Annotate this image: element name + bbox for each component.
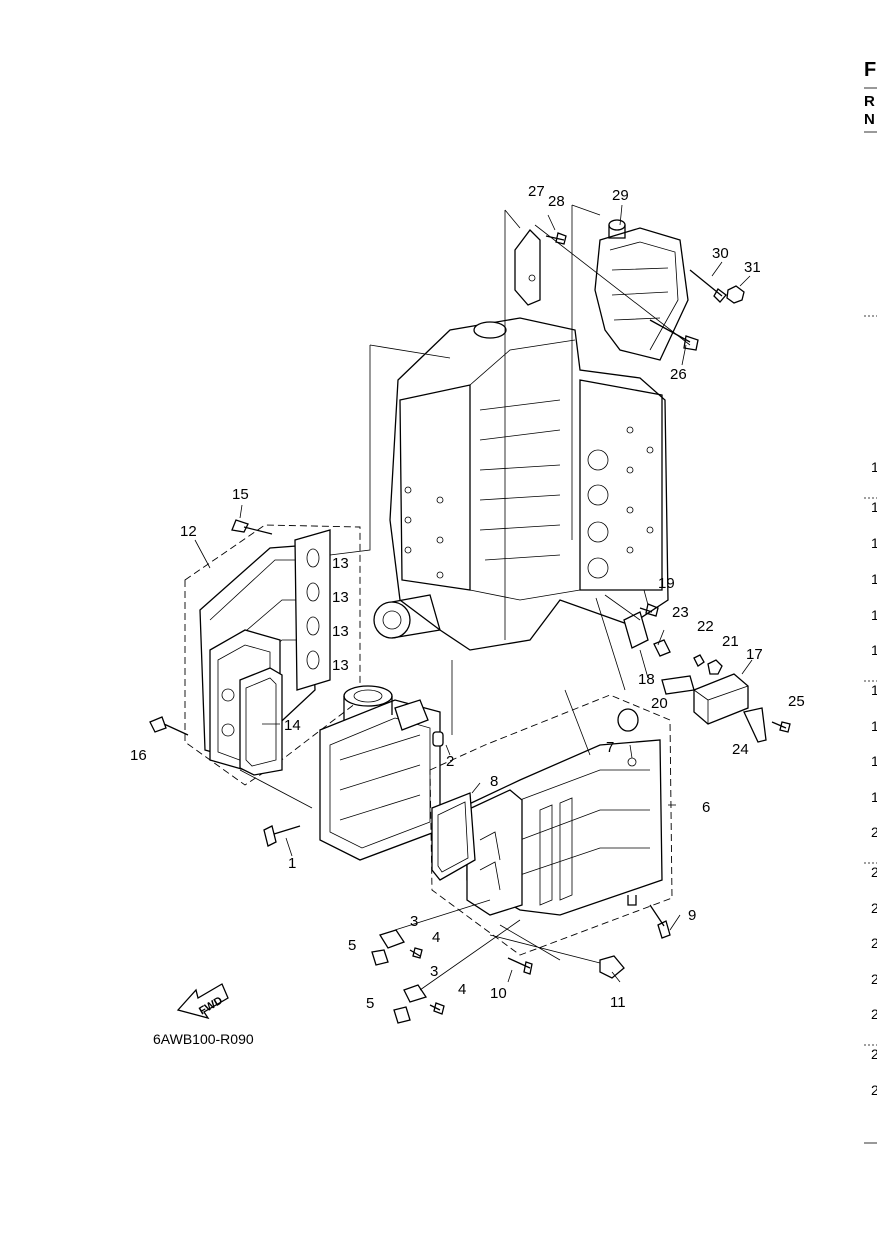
bolt-9 <box>649 904 671 939</box>
edge-digit: 1 <box>871 718 877 734</box>
diagram-code: 6AWB100-R090 <box>153 1031 254 1047</box>
bolt-26 <box>649 319 699 351</box>
bolt-25 <box>771 721 791 733</box>
damper-23 <box>653 639 671 657</box>
edge-digit: 2 <box>871 824 877 840</box>
callout-25: 25 <box>788 693 805 710</box>
gasket-14 <box>239 667 283 776</box>
callout-1: 1 <box>288 855 296 872</box>
edge-digit: 1 <box>871 607 877 623</box>
edge-letter-r: R <box>864 93 875 110</box>
edge-digit: 1 <box>871 535 877 551</box>
callout-20: 20 <box>651 695 668 712</box>
edge-digit: 2 <box>871 971 877 987</box>
fuel-filter-assembly <box>594 219 689 361</box>
callout-7: 7 <box>606 739 614 756</box>
bracket-20 <box>661 675 695 695</box>
engine-block-illustration <box>373 317 669 651</box>
edge-digit: 2 <box>871 864 877 880</box>
callout-21: 21 <box>722 633 739 650</box>
callout-23: 23 <box>672 604 689 621</box>
edge-digit: 2 <box>871 1082 877 1098</box>
callout-29: 29 <box>612 187 629 204</box>
callout-30: 30 <box>712 245 729 262</box>
edge-letter-n: N <box>864 111 875 128</box>
edge-digit: 1 <box>871 459 877 475</box>
gasket-8 <box>431 792 476 881</box>
callout-14: 14 <box>284 717 301 734</box>
edge-digit: 2 <box>871 1046 877 1062</box>
dashed-outline-12 <box>184 524 361 786</box>
collar-2 <box>432 731 444 747</box>
throttle-body-assembly <box>319 685 441 861</box>
callout-28: 28 <box>548 193 565 210</box>
bolt-15 <box>231 519 273 535</box>
edge-digit: 2 <box>871 900 877 916</box>
bolt-19 <box>639 603 659 617</box>
callout-15: 15 <box>232 486 249 503</box>
callout-13d: 13 <box>332 657 349 674</box>
callout-2: 2 <box>446 753 454 770</box>
callout-13b: 13 <box>332 589 349 606</box>
callout-27: 27 <box>528 183 545 200</box>
callout-19: 19 <box>658 575 675 592</box>
nut-31 <box>726 285 745 304</box>
callout-13c: 13 <box>332 623 349 640</box>
bolt-1 <box>263 825 301 847</box>
callout-5: 5 <box>348 937 356 954</box>
starter-motor <box>373 594 441 639</box>
clip-11 <box>599 955 625 979</box>
edge-digit: 1 <box>871 753 877 769</box>
edge-digit: 2 <box>871 935 877 951</box>
head-bolts <box>404 426 654 579</box>
relay-17 <box>693 673 749 725</box>
plug-7 <box>617 708 639 732</box>
callout-12: 12 <box>180 523 197 540</box>
callout-labels: 1 2 3 4 5 6 7 8 9 10 11 12 13 13 13 13 1… <box>130 183 805 1012</box>
callout-8: 8 <box>490 773 498 790</box>
gasket-plate-13 <box>294 529 331 691</box>
callout-10: 10 <box>490 985 507 1002</box>
bracket-24 <box>743 707 767 743</box>
fwd-arrow-icon: FWD <box>176 983 229 1020</box>
edge-digit: 1 <box>871 682 877 698</box>
cylinder-bores <box>587 449 609 579</box>
bolt-30 <box>689 269 727 303</box>
edge-digit: 2 <box>871 1006 877 1022</box>
bracket-18 <box>623 611 649 649</box>
nut-21 <box>707 659 723 675</box>
washer-22 <box>693 654 705 667</box>
callout-4b: 4 <box>458 981 466 998</box>
callout-26: 26 <box>670 366 687 383</box>
callout-31: 31 <box>744 259 761 276</box>
right-edge-clipped-column: F R N 1 1 1 1 1 1 1 1 1 1 2 2 2 2 2 2 2 … <box>864 59 877 1144</box>
callout-17: 17 <box>746 646 763 663</box>
edge-digit: 1 <box>871 571 877 587</box>
callout-22: 22 <box>697 618 714 635</box>
bolt-28 <box>545 232 567 245</box>
callout-18: 18 <box>638 671 655 688</box>
edge-digit: 1 <box>871 789 877 805</box>
callout-4: 4 <box>432 929 440 946</box>
dashed-outline-6 <box>429 694 673 956</box>
edge-digit: 1 <box>871 642 877 658</box>
callout-5b: 5 <box>366 995 374 1012</box>
callout-24: 24 <box>732 741 749 758</box>
bolt-10 <box>507 957 533 975</box>
edge-letter-f: F <box>864 59 876 81</box>
callout-13a: 13 <box>332 555 349 572</box>
intake-manifold-6 <box>466 739 663 916</box>
callout-9: 9 <box>688 907 696 924</box>
edge-digit: 1 <box>871 499 877 515</box>
callout-16: 16 <box>130 747 147 764</box>
callout-3b: 3 <box>430 963 438 980</box>
leader-lines <box>194 204 753 991</box>
bracket-27 <box>514 229 541 306</box>
bolt-16 <box>149 716 189 736</box>
callout-3: 3 <box>410 913 418 930</box>
callout-6: 6 <box>702 799 710 816</box>
callout-11: 11 <box>610 994 626 1011</box>
